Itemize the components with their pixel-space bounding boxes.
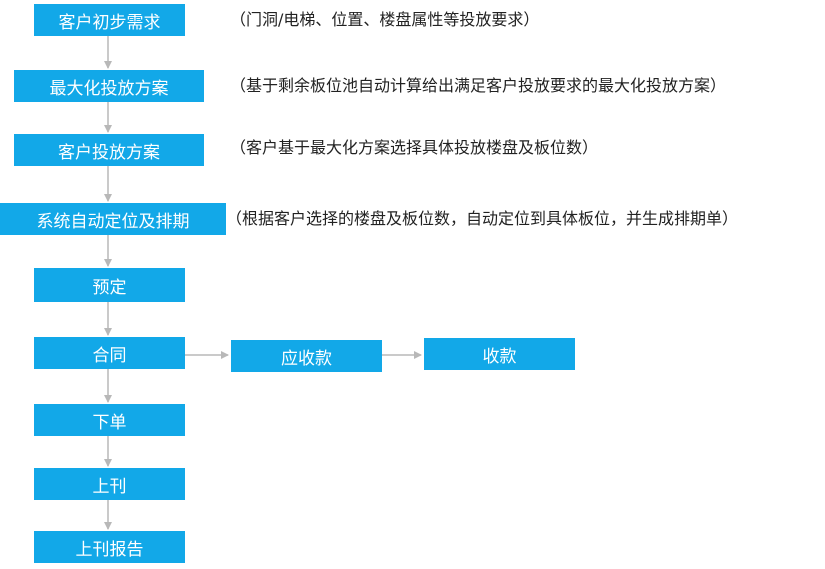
step-collection[interactable]: 收款	[424, 338, 575, 370]
step-accounts-receivable[interactable]: 应收款	[231, 340, 382, 372]
step-place-order[interactable]: 下单	[34, 404, 185, 436]
step-contract[interactable]: 合同	[34, 337, 185, 369]
step-reservation[interactable]: 预定	[34, 268, 185, 302]
step-auto-positioning-scheduling[interactable]: 系统自动定位及排期	[0, 203, 226, 235]
step-customer-placement-plan[interactable]: 客户投放方案	[14, 134, 204, 166]
step-customer-initial-demand[interactable]: 客户初步需求	[34, 4, 185, 36]
step-publish[interactable]: 上刊	[34, 468, 185, 500]
step-max-placement-plan[interactable]: 最大化投放方案	[14, 70, 204, 102]
note-customer-placement-plan: （客户基于最大化方案选择具体投放楼盘及板位数）	[230, 138, 599, 157]
note-customer-initial-demand: （门洞/电梯、位置、楼盘属性等投放要求）	[230, 10, 540, 29]
step-publish-report[interactable]: 上刊报告	[34, 531, 185, 563]
note-auto-positioning-scheduling: （根据客户选择的楼盘及板位数，自动定位到具体板位，并生成排期单）	[226, 209, 739, 228]
note-max-placement-plan: （基于剩余板位池自动计算给出满足客户投放要求的最大化投放方案）	[230, 76, 727, 95]
